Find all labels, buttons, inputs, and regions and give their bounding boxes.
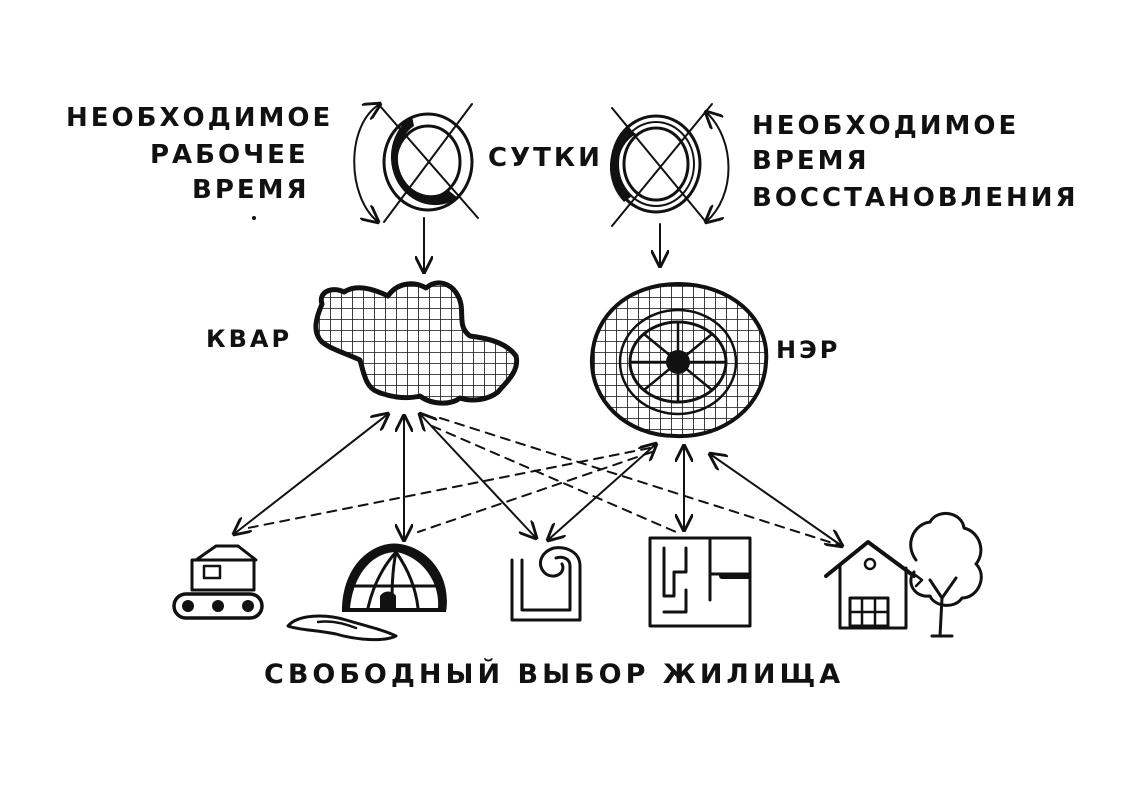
dashed-links: [247, 417, 843, 547]
recovery-label-line3: ВОССТАНОВЛЕНИЯ: [752, 183, 1079, 213]
ner-label: НЭР: [776, 336, 840, 364]
work-time-label-line3: ВРЕМЯ: [192, 175, 310, 205]
kvar-label: КВАР: [206, 325, 292, 353]
free-choice-of-dwelling-caption: СВОБОДНЫЙ ВЫБОР ЖИЛИЩА: [264, 658, 844, 690]
ner-links: [548, 444, 842, 546]
mobile-dwelling-icon: [172, 544, 264, 620]
work-day-clock-icon: [353, 104, 479, 222]
recovery-day-clock-icon: [609, 103, 730, 227]
kvar-grid-blob-icon: [313, 280, 520, 406]
spiral-dwelling-icon: [510, 546, 582, 622]
day-label: СУТКИ: [488, 143, 603, 173]
maze-plan-dwelling-icon: [648, 536, 752, 628]
kvar-links: [234, 414, 536, 540]
recovery-label-line2: ВРЕМЯ: [752, 146, 870, 176]
work-time-label-line1: НЕОБХОДИМОЕ: [66, 103, 333, 133]
work-time-label-line2: РАБОЧЕЕ: [150, 140, 309, 170]
recovery-label-line1: НЕОБХОДИМОЕ: [752, 111, 1019, 141]
house-with-tree-icon: [824, 512, 983, 638]
dome-tent-icon: [286, 543, 447, 642]
stray-dot: [252, 216, 256, 220]
ner-radial-wheel-icon: [589, 282, 769, 439]
